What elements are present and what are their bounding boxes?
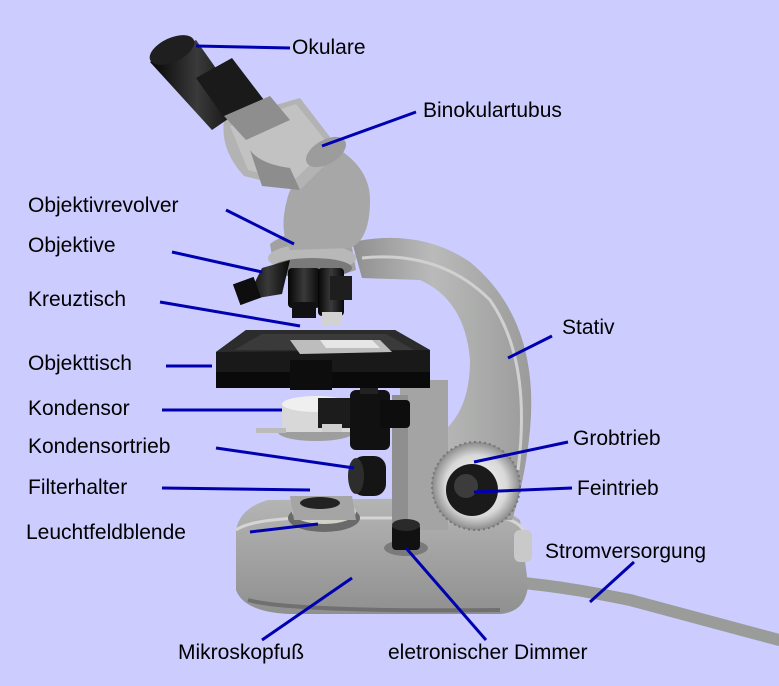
label-kondensor: Kondensor: [28, 397, 130, 420]
power-socket: [514, 530, 532, 562]
leader-mikroskopfuss: [261, 576, 353, 642]
label-dimmer: eletronischer Dimmer: [388, 641, 588, 664]
label-objektivrevolver: Objektivrevolver: [28, 194, 179, 217]
label-objektive: Objektive: [28, 234, 116, 257]
leader-stromversorgung: [588, 560, 636, 604]
leader-kondensortrieb: [215, 446, 355, 470]
label-mikroskopfuss: Mikroskopfuß: [178, 641, 305, 664]
mechanical-stage: [216, 330, 430, 390]
label-grobtrieb: Grobtrieb: [573, 427, 661, 450]
condenser: [256, 396, 354, 441]
leader-filterhalter: [161, 486, 311, 492]
label-leuchtfeldblende: Leuchtfeldblende: [26, 521, 186, 544]
leader-kreuztisch: [159, 300, 301, 328]
leader-leuchtfeldblende: [249, 522, 319, 534]
label-stativ: Stativ: [562, 316, 615, 339]
leader-grobtrieb: [473, 440, 569, 464]
leader-okulare: [195, 44, 291, 50]
label-objekttisch: Objekttisch: [28, 352, 132, 375]
focus-knobs: [431, 441, 521, 531]
leader-objektive: [171, 250, 263, 274]
leader-stativ: [507, 334, 553, 360]
label-kondensortrieb: Kondensortrieb: [28, 435, 171, 458]
label-okulare: Okulare: [292, 36, 366, 59]
leader-lines: [159, 44, 636, 642]
label-kreuztisch: Kreuztisch: [28, 288, 127, 311]
leader-dimmer: [404, 547, 488, 641]
leader-feintrieb: [473, 486, 573, 494]
leader-binokulartubus: [321, 110, 417, 148]
objective-lenses: [232, 260, 352, 326]
label-feintrieb: Feintrieb: [577, 477, 659, 500]
leader-objektivrevolver: [225, 208, 295, 246]
label-stromversorgung: Stromversorgung: [545, 540, 707, 563]
condenser-drive-knob: [348, 456, 386, 496]
label-binokulartubus: Binokulartubus: [423, 99, 562, 122]
label-filterhalter: Filterhalter: [28, 476, 128, 499]
eyepieces: [149, 35, 290, 140]
filter-holder: [290, 496, 356, 520]
power-cable: [506, 576, 779, 646]
